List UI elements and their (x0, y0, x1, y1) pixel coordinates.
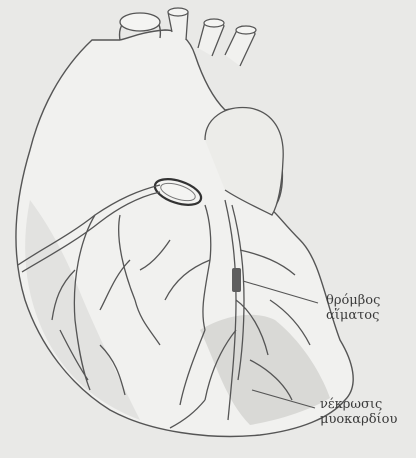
thrombus-label-line2: αἵματος (326, 308, 380, 323)
thrombus-mark (232, 268, 241, 292)
branch-vessel-1-opening (168, 8, 188, 16)
branch-vessel-3-opening (236, 26, 256, 34)
aorta-opening (120, 13, 160, 31)
necrosis-label-line2: μυοκαρδίου (320, 412, 397, 427)
necrosis-label-line1: νέκρωσις (320, 397, 397, 412)
thrombus-label-line1: θρόμβος (326, 293, 380, 308)
necrosis-label: νέκρωσις μυοκαρδίου (320, 397, 397, 427)
thrombus-label: θρόμβος αἵματος (326, 293, 380, 323)
branch-vessel-2-opening (204, 19, 224, 27)
